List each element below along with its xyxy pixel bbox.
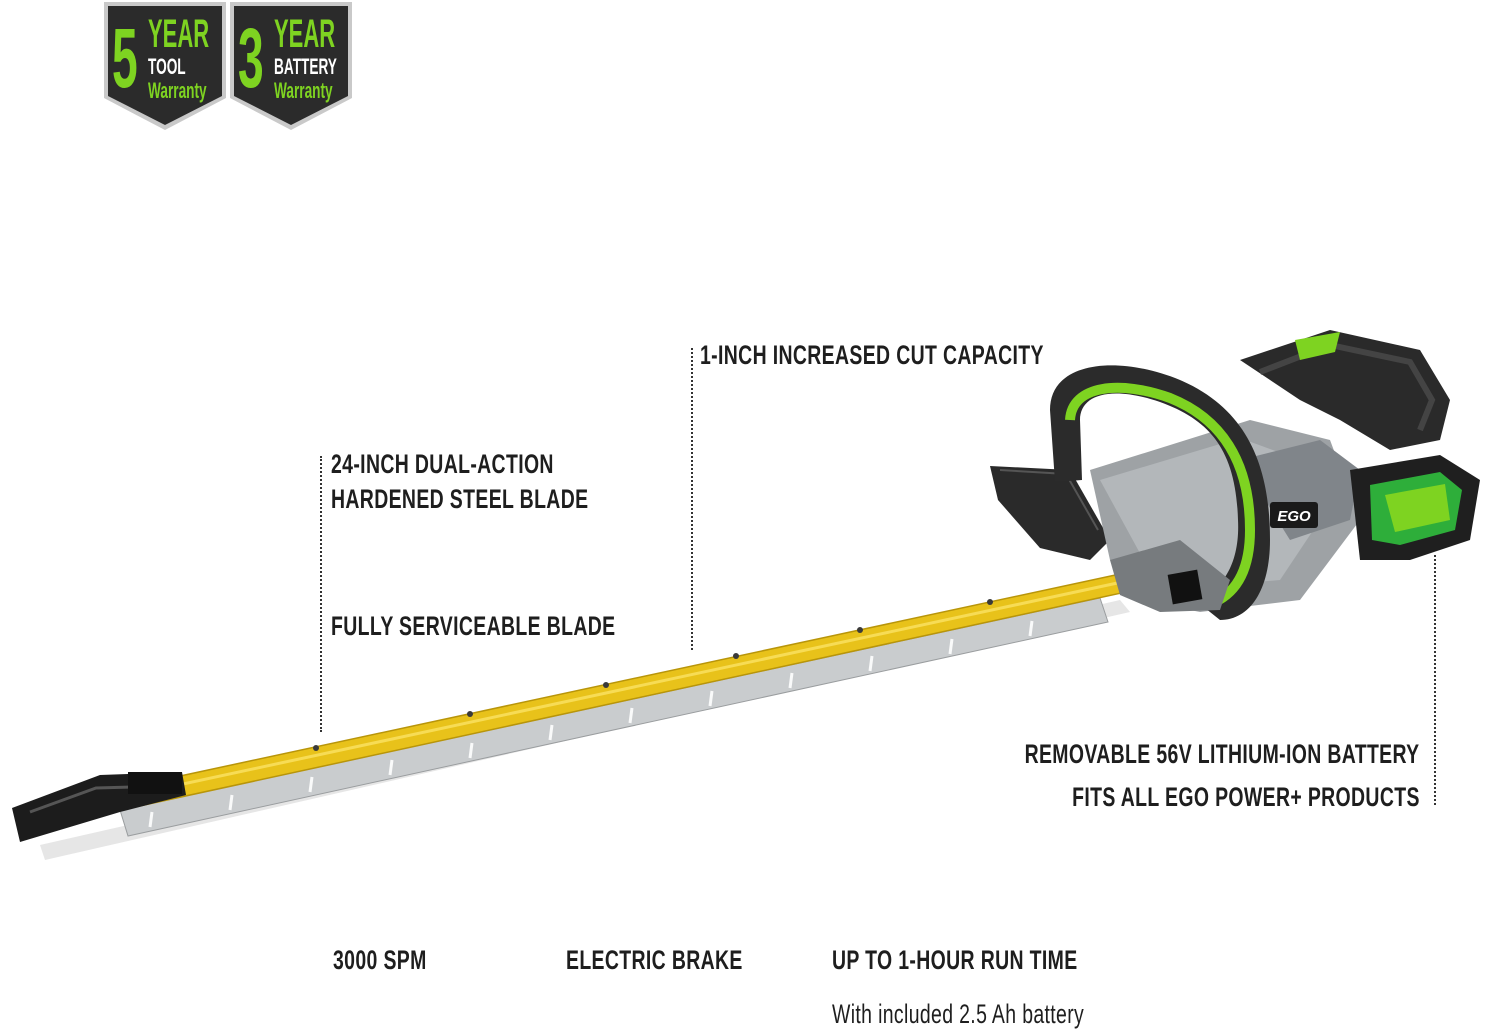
battery-warranty-text: Warranty xyxy=(274,78,333,103)
leader-blade xyxy=(320,456,322,732)
battery-warranty-year-label: YEAR xyxy=(274,12,336,56)
battery-warranty-item: BATTERY xyxy=(274,54,337,79)
blade-label-line1: 24-INCH DUAL-ACTION xyxy=(331,449,554,479)
tool-warranty-item: TOOL xyxy=(148,54,186,79)
leader-battery xyxy=(1434,555,1436,805)
serviceable-blade-label: FULLY SERVICEABLE BLADE xyxy=(331,611,616,641)
front-guard xyxy=(990,466,1110,560)
battery-label-line2: FITS ALL EGO POWER+ PRODUCTS xyxy=(1072,782,1420,812)
tool-warranty-text: Warranty xyxy=(148,78,207,103)
ego-logo: EGO xyxy=(1277,508,1311,525)
battery-warranty-badge: 3 YEAR BATTERY Warranty xyxy=(230,2,352,130)
runtime-feature: UP TO 1-HOUR RUN TIME xyxy=(832,945,1078,975)
battery-label-line1: REMOVABLE 56V LITHIUM-ION BATTERY xyxy=(1025,739,1420,769)
battery-warranty-years: 3 xyxy=(238,11,264,105)
tool-warranty-year-label: YEAR xyxy=(148,12,210,56)
electric-brake-feature: ELECTRIC BRAKE xyxy=(566,945,743,975)
leader-cut-capacity xyxy=(691,348,693,650)
tool-warranty-years: 5 xyxy=(112,11,138,105)
tool-warranty-badge: 5 YEAR TOOL Warranty xyxy=(104,2,226,130)
runtime-note: With included 2.5 Ah battery xyxy=(832,999,1085,1029)
cut-capacity-label: 1-INCH INCREASED CUT CAPACITY xyxy=(700,340,1044,370)
blade-bar xyxy=(114,573,1127,811)
spm-feature: 3000 SPM xyxy=(333,945,427,975)
blade-label-line2: HARDENED STEEL BLADE xyxy=(331,484,589,514)
